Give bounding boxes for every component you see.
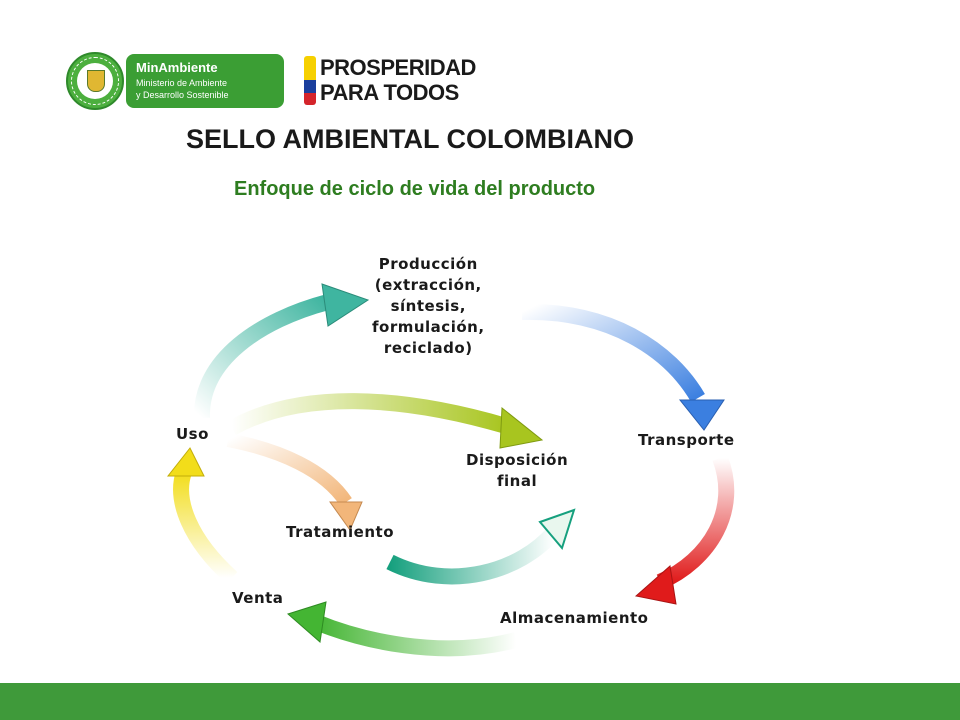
stage-uso: Uso (176, 425, 209, 443)
arrow-tratamiento-disposicion (386, 508, 576, 585)
footer-bar (0, 683, 960, 720)
arrow-almacenamiento-venta (287, 601, 519, 657)
arrow-produccion-transporte (521, 303, 725, 431)
arrow-transporte-almacenamiento (634, 455, 735, 605)
arrow-uso-tratamiento (226, 433, 363, 532)
stage-almacenamiento: Almacenamiento (500, 609, 649, 627)
arrow-uso-produccion (193, 283, 370, 419)
stage-transporte: Transporte (638, 431, 735, 449)
minambiente-title: MinAmbiente (136, 60, 218, 75)
page-title: SELLO AMBIENTAL COLOMBIANO (186, 124, 634, 154)
flag-yellow (304, 56, 316, 80)
flag-blue (304, 80, 316, 93)
minambiente-line2: y Desarrollo Sostenible (136, 90, 229, 100)
stage-disposicion-final: Disposición final (466, 451, 569, 490)
minambiente-label-box: MinAmbiente Ministerio de Ambiente y Des… (126, 54, 284, 108)
prosperidad-line2: PARA TODOS (320, 80, 459, 105)
arrow-venta-uso (166, 447, 238, 584)
cycle-arrows (166, 283, 735, 657)
minambiente-logo: MinAmbiente Ministerio de Ambiente y Des… (64, 52, 284, 110)
stage-venta: Venta (232, 589, 284, 607)
stage-tratamiento: Tratamiento (286, 523, 394, 541)
stage-produccion: Producción (extracción, síntesis, formul… (372, 255, 485, 357)
page-subtitle: Enfoque de ciclo de vida del producto (234, 178, 596, 200)
life-cycle-diagram: Producción (extracción, síntesis, formul… (150, 240, 790, 670)
arrow-uso-disposicion (228, 393, 544, 449)
prosperidad-logo: PROSPERIDAD PARA TODOS (304, 56, 504, 106)
colombia-seal-icon (66, 52, 124, 110)
flag-red (304, 93, 316, 105)
prosperidad-line1: PROSPERIDAD (320, 55, 476, 80)
minambiente-line1: Ministerio de Ambiente (136, 78, 228, 88)
